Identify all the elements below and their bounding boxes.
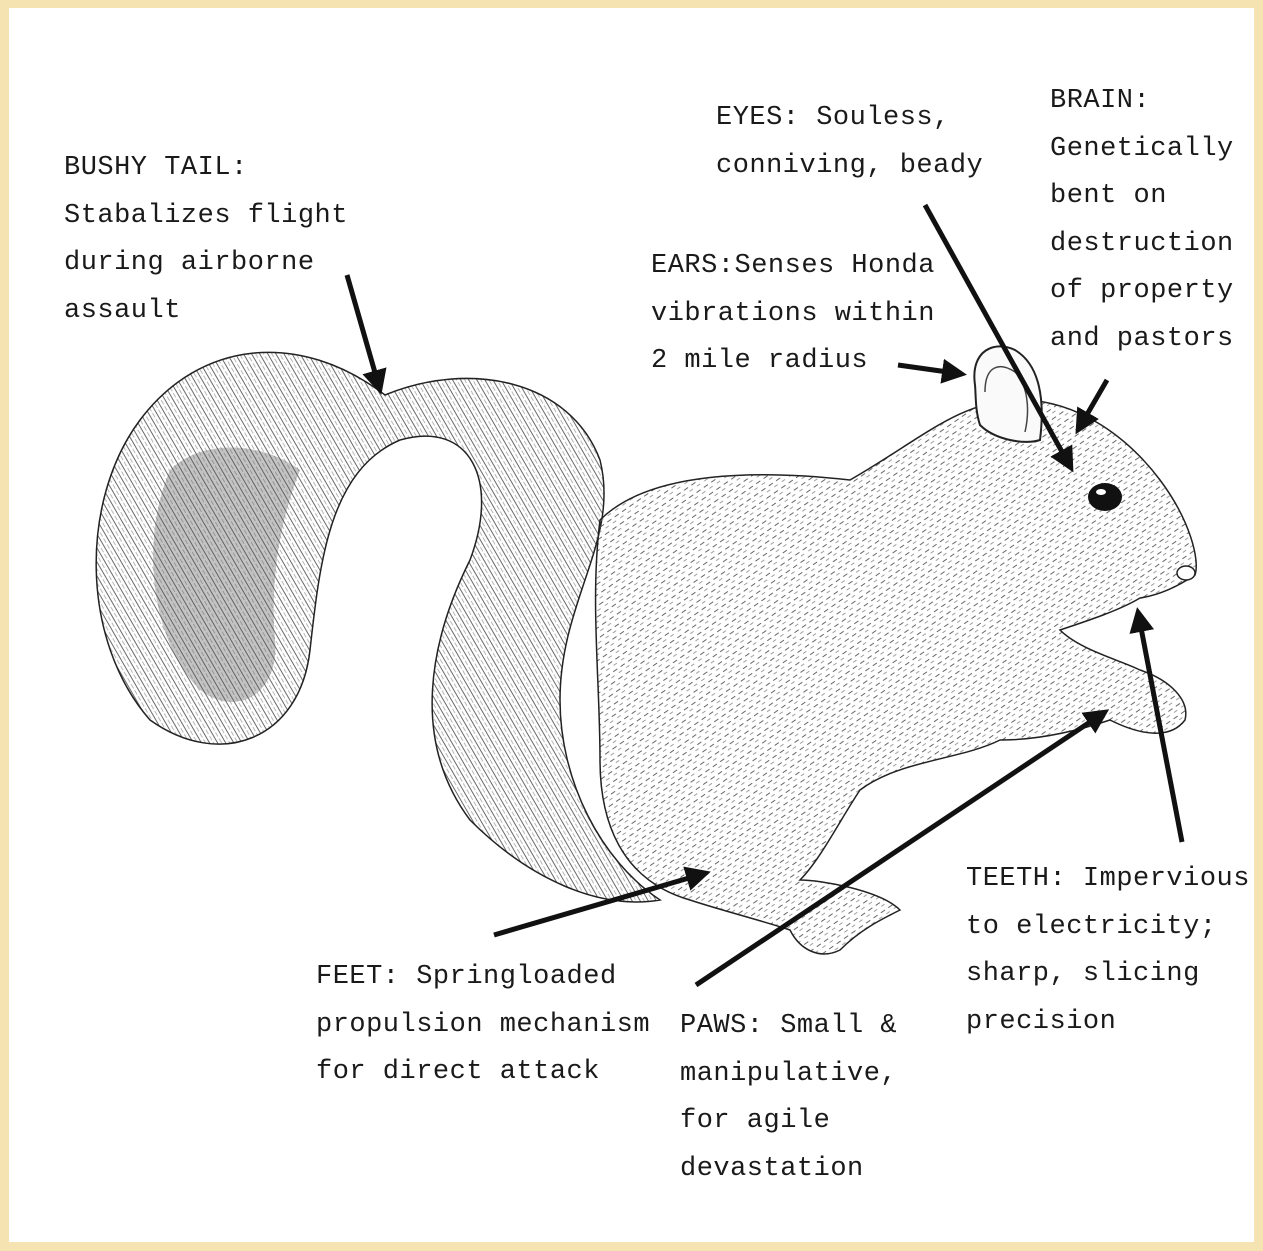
squirrel-eye (1088, 483, 1122, 511)
squirrel-nose (1177, 566, 1195, 580)
brain-callout: BRAIN: Genetically bent on destruction o… (1050, 78, 1234, 363)
squirrel-tail (96, 352, 660, 902)
paws-callout: PAWS: Small & manipulative, for agile de… (680, 1003, 897, 1193)
ears-callout: EARS:Senses Honda vibrations within 2 mi… (651, 243, 935, 386)
tail-callout: BUSHY TAIL: Stabalizes flight during air… (64, 145, 348, 335)
teeth-callout: TEETH: Impervious to electricity; sharp,… (966, 856, 1250, 1046)
feet-callout: FEET: Springloaded propulsion mechanism … (316, 954, 650, 1097)
tail-arrow (347, 275, 380, 390)
eyes-callout: EYES: Souless, conniving, beady (716, 95, 983, 190)
